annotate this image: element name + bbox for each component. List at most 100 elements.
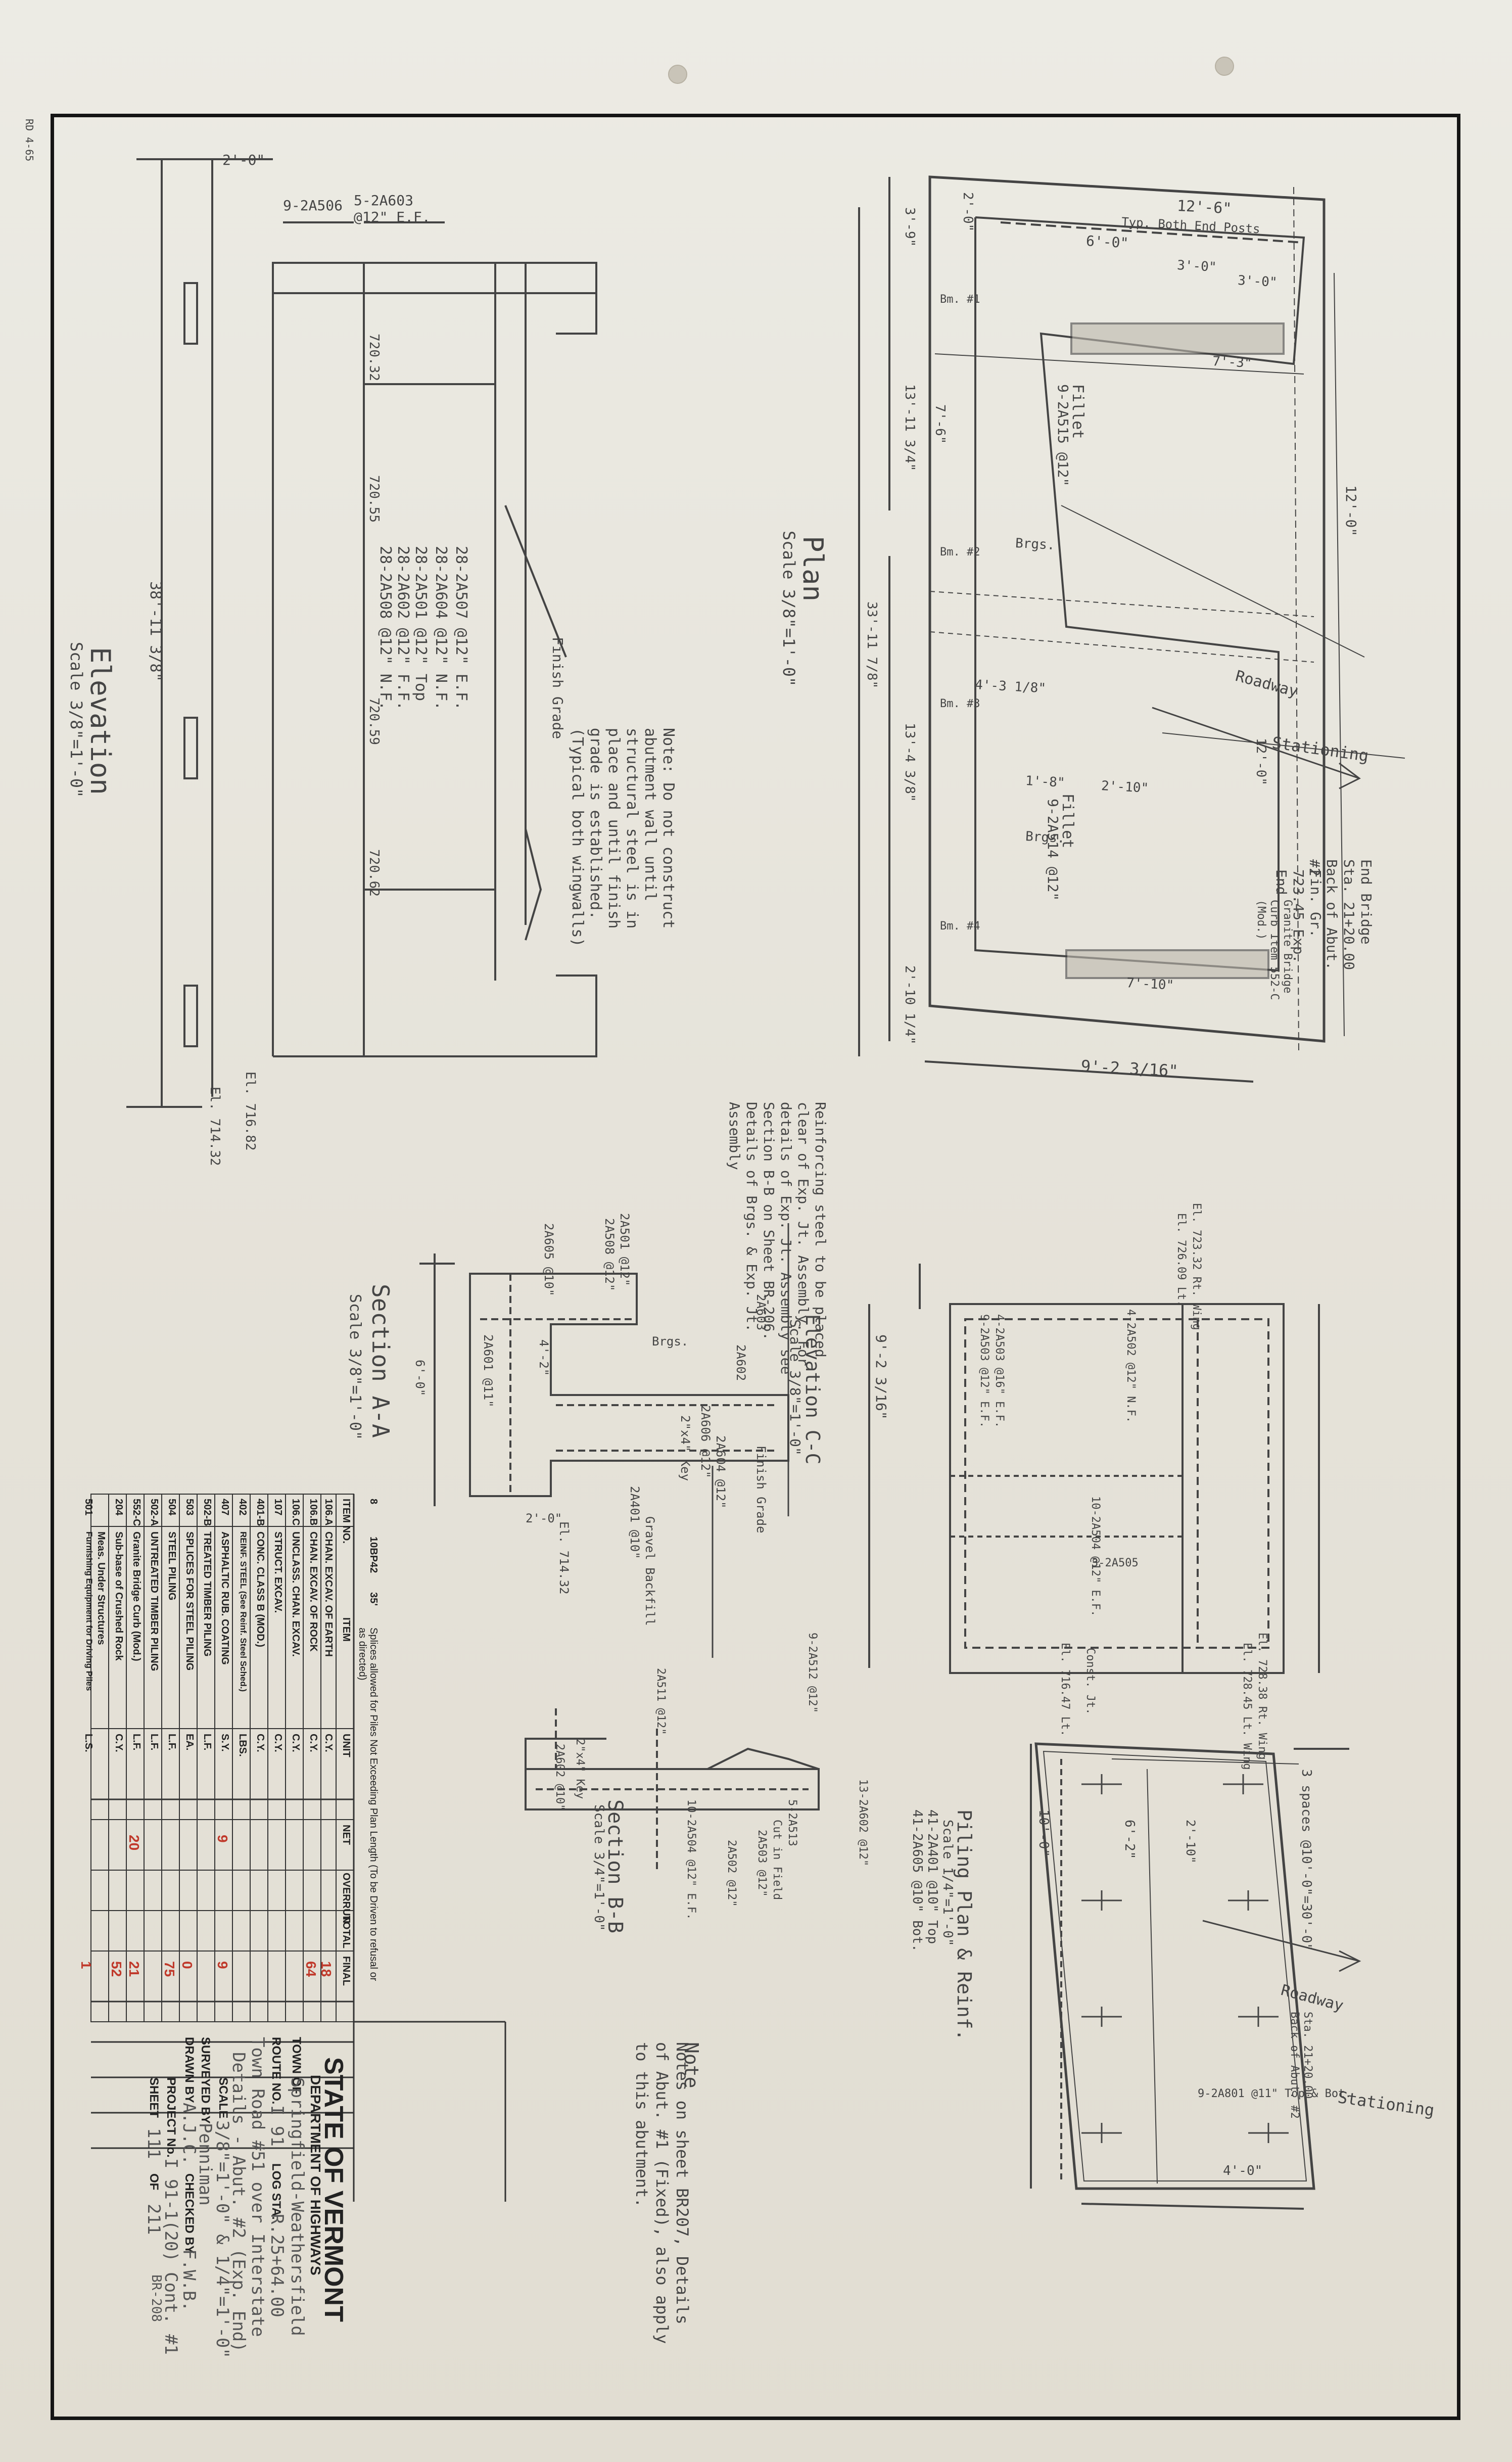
qty-row-no: 502-B	[202, 1499, 213, 1526]
qty-row-unit: S.Y.	[219, 1734, 230, 1752]
elevation-bar: 28-2A507 @12" E.F.	[452, 546, 470, 711]
section-bb-label: 2A511 @12"	[654, 1668, 667, 1735]
qty-row-final: 21	[126, 1961, 142, 1977]
qty-row-final: 9	[215, 1961, 230, 1969]
piling-note-size: 10BP42	[368, 1537, 379, 1573]
qty-row-unit: L.F.	[202, 1734, 213, 1751]
elev-cc-label: El. 723.32 Rt. Wing	[1190, 1203, 1203, 1330]
qty-row-no: 106.A	[323, 1499, 334, 1526]
sheet-border	[51, 114, 1460, 2420]
elev-cc-title: Elevation C-C	[801, 1314, 824, 1465]
elevation-el: 720.32	[366, 334, 382, 381]
qty-row-no: 407	[219, 1499, 230, 1516]
elevation-dim: 38'-11 3/8"	[147, 581, 164, 682]
elev-cc-label: 9-2A503 @12" E.F.	[978, 1314, 990, 1428]
piling-label: 10'-0"	[1036, 1809, 1051, 1857]
piling-label: 2'-10"	[1184, 1820, 1198, 1864]
section-aa-label: 2"x4" Key	[678, 1415, 692, 1481]
qty-header-final: FINAL	[341, 1956, 352, 1986]
elevation-note: Note: Do not construct abutment wall unt…	[569, 728, 677, 947]
plan-dim: 2'-10"	[1101, 778, 1149, 796]
qty-row-final: 18	[318, 1961, 334, 1977]
drawn-value: A.J.C.	[179, 2103, 199, 2165]
section-bb-label: Cut in Field	[771, 1820, 783, 1900]
elev-cc-label: 9'-2 3/16"	[873, 1334, 889, 1420]
qty-row-no: 552-C	[131, 1499, 142, 1526]
piling-label: 4'-0"	[1223, 2163, 1263, 2178]
elevation-bar: 5-2A603 @12" E.F.	[354, 192, 431, 225]
qty-row-item: ASPHALTIC RUB. COATING	[219, 1531, 230, 1665]
section-bb-label: 2A602 @10"	[553, 1744, 566, 1811]
scale-label: SCALE	[216, 2077, 230, 2119]
plan-dim: 3'-9"	[902, 207, 917, 247]
plan-dim: 12'-0"	[1343, 485, 1359, 537]
section-aa-label: 2A604 @12"	[714, 1435, 728, 1509]
section-aa-label: 2A508 @12"	[602, 1218, 617, 1291]
bm-label: Bm. #3	[940, 698, 980, 710]
checked-value: F.W.B.	[179, 2249, 199, 2311]
piling-label: 9-2A801 @11" Top & Bot.	[1198, 2087, 1352, 2100]
qty-row-item: REINF. STEEL (See Reinf. Steel Sched.)	[239, 1531, 248, 1692]
elevation-el: El. 716.82	[243, 1072, 258, 1151]
drawn-label: DRAWN BY	[182, 2037, 196, 2103]
plan-dim: 2'-0"	[960, 192, 975, 232]
qty-header-item-no: ITEM NO.	[341, 1499, 352, 1544]
elevation-title: Elevation	[84, 647, 116, 795]
section-aa-label: 2'-0"	[526, 1511, 562, 1525]
route-label: ROUTE NO.	[269, 2037, 283, 2105]
elev-cc-scale: Scale 3/8"=1'-0"	[787, 1319, 804, 1456]
plan-dim: 12'-0"	[1253, 738, 1268, 785]
plan-dim: 13'-11 3/4"	[902, 384, 917, 472]
piling-title: Piling Plan & Reinf.	[953, 1809, 975, 2041]
qty-row-item: UNCLASS. CHAN. EXCAV.	[290, 1531, 301, 1657]
plan-label: Granite Bridge Curb Item 552-C (Mod.)	[1255, 900, 1294, 1000]
log-label: LOG STA.	[269, 2163, 283, 2220]
section-aa-scale: Scale 3/8"=1'-0"	[346, 1294, 364, 1440]
qty-row-item: STRUCT. EXCAV.	[272, 1531, 284, 1613]
section-bb-title: Section B-B	[603, 1799, 627, 1933]
section-bb-label: 13-2A602 @12"	[857, 1779, 869, 1867]
elevation-el: 720.62	[366, 849, 382, 897]
elevation-scale: Scale 3/8"=1'-0"	[67, 642, 86, 798]
piling-label: Sta. 21+20.00 Back of Abut. #2	[1288, 2012, 1314, 2119]
scale-value: 3/8"=1'-0" & 1/4"=1'-0"	[212, 2120, 232, 2358]
route-value: I 91	[267, 2105, 287, 2147]
town-value: Springfield-Weathersfield	[287, 2077, 307, 2336]
piling-note-text: Splices allowed for Piles Not Exceeding …	[357, 1628, 379, 1981]
section-aa-title: Section A-A	[367, 1284, 394, 1438]
qty-row-no: 402	[237, 1499, 248, 1516]
elev-cc-label: 10-2A504 @12" E.F.	[1089, 1496, 1102, 1617]
elev-cc-label: El. 726.09 Lt.	[1175, 1213, 1188, 1307]
qty-row-no: 107	[272, 1499, 284, 1516]
qty-row-final: 75	[162, 1961, 177, 1977]
surveyed-label: SURVEYED BY	[199, 2037, 212, 2124]
checked-label: CHECKED BY	[182, 2173, 196, 2254]
qty-header-net: NET	[341, 1825, 352, 1845]
bm-label: Bm. #4	[940, 920, 980, 933]
section-bb-label: 2A502 @12"	[725, 1840, 738, 1907]
section-aa-label: 2A501 @12"	[618, 1213, 632, 1286]
plan-dim: 7'-6"	[932, 404, 948, 444]
qty-row-unit: L.S.	[83, 1734, 94, 1752]
section-aa-label: 2A605 @10"	[542, 1223, 556, 1296]
bm-label: Bm. #2	[940, 546, 980, 559]
qty-row-no: 106.C	[290, 1499, 301, 1526]
elevation-bar: 28-2A508 @12" N.F.	[376, 546, 394, 711]
elevation-bar: 28-2A604 @12" N.F.	[432, 546, 450, 711]
qty-row-unit: LBS.	[237, 1734, 248, 1757]
plan-dim: 3'-0"	[1237, 273, 1278, 291]
plan-label: Brgs.	[1015, 536, 1056, 553]
section-aa-label: Brgs.	[652, 1334, 689, 1349]
qty-header-item: ITEM	[341, 1617, 352, 1642]
section-bb-label: 10-2A504 @12" E.F.	[685, 1799, 697, 1920]
qty-row-no: 501	[83, 1499, 94, 1516]
sheet-title-line1: Town Road #51 over Interstate	[248, 2037, 268, 2337]
piling-label: 41-2A605 @10" Bot.	[910, 1809, 925, 1952]
qty-row-item: Granite Bridge Curb (Mod.)	[131, 1531, 142, 1661]
section-bb-scale: Scale 3/4"=1'-0"	[591, 1804, 606, 1931]
piling-note-no: 8	[368, 1499, 379, 1505]
plan-dim: 1'-8"	[1025, 773, 1066, 791]
qty-row-item: SPLICES FOR STEEL PILING	[184, 1531, 195, 1671]
qty-row-final: 0	[179, 1961, 195, 1969]
qty-row-unit: L.F.	[166, 1734, 177, 1751]
